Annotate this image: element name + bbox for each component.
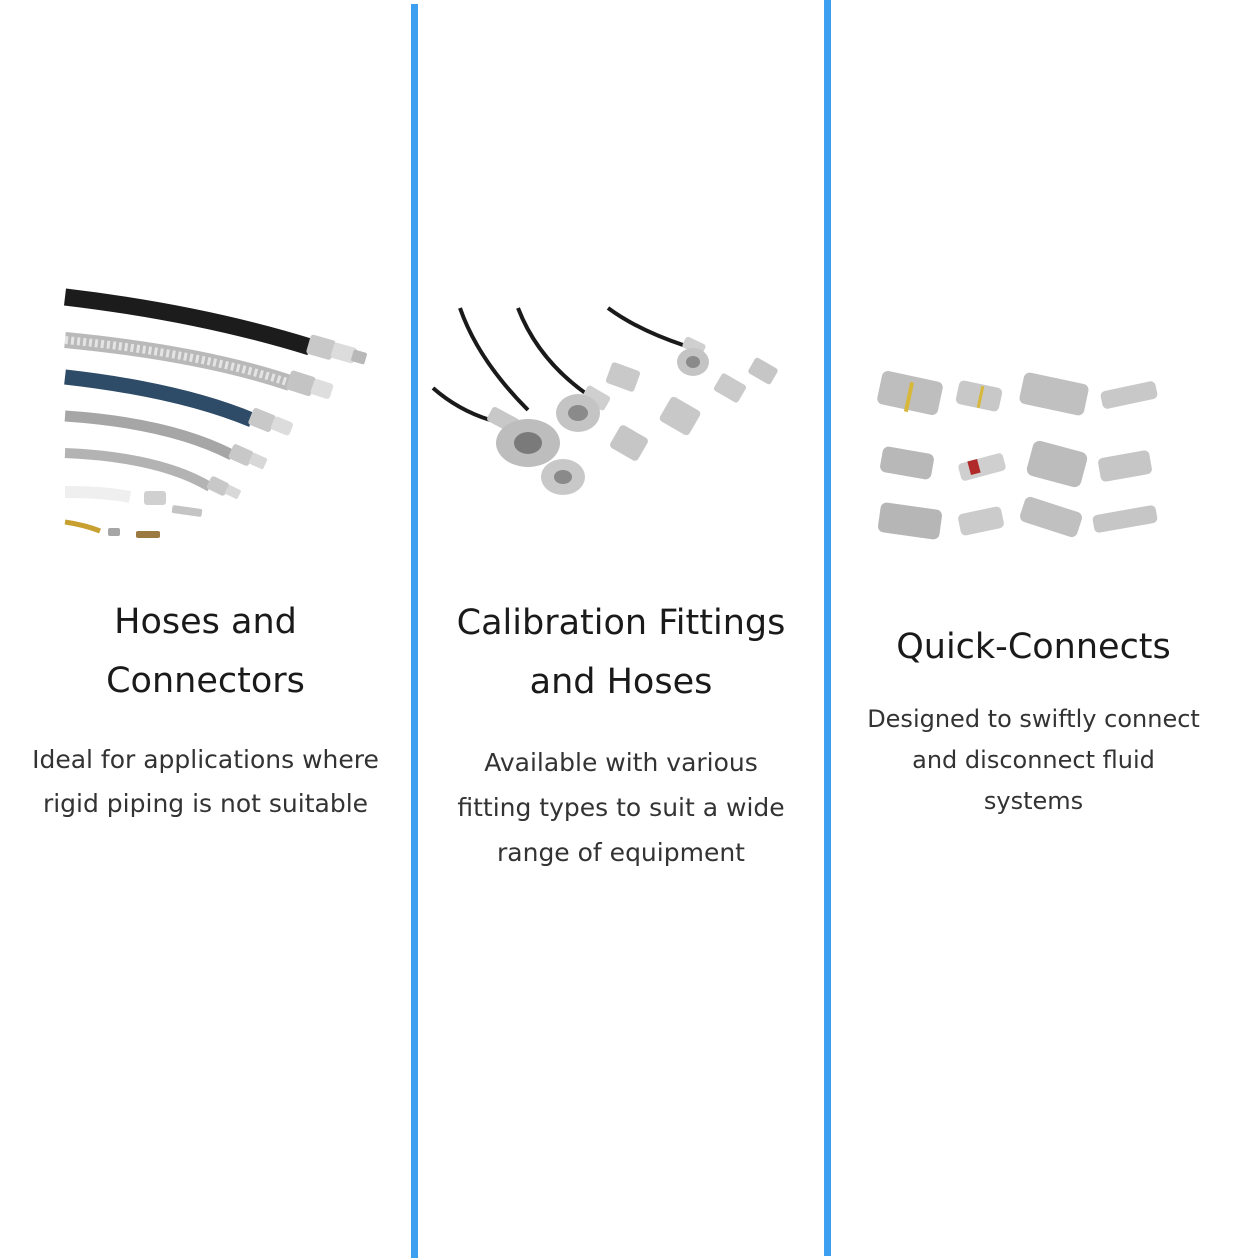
card-description: Available with various fitting types to … — [418, 740, 824, 875]
card-description-line: Designed to swiftly connect — [867, 705, 1200, 733]
product-card-hoses-connectors[interactable]: Hoses and Connectors Ideal for applicati… — [0, 0, 411, 1258]
product-card-quick-connects[interactable]: Quick-Connects Designed to swiftly conne… — [831, 0, 1236, 1258]
card-description: Ideal for applications where rigid pipin… — [0, 738, 411, 826]
card-title-line: Calibration Fittings — [456, 603, 786, 643]
hoses-connectors-image — [63, 288, 367, 538]
card-description: Designed to swiftly connect and disconne… — [831, 699, 1236, 822]
card-description-line: and disconnect fluid — [912, 746, 1155, 774]
quick-connects-image — [877, 371, 1158, 540]
calibration-fittings-image — [431, 306, 778, 495]
card-title-line: Quick-Connects — [896, 627, 1171, 667]
card-title-line: Hoses and — [114, 602, 297, 642]
card-description-line: Available with various — [484, 748, 758, 777]
card-title: Hoses and Connectors — [0, 593, 411, 711]
card-description-line: systems — [983, 787, 1084, 815]
card-description-line: range of equipment — [497, 838, 745, 867]
card-description-line: fitting types to suit a wide — [457, 793, 785, 822]
card-description-line: rigid piping is not suitable — [42, 789, 369, 818]
product-card-calibration-fittings[interactable]: Calibration Fittings and Hoses Available… — [418, 0, 824, 1258]
column-divider-2 — [824, 0, 831, 1256]
card-title-line: Connectors — [106, 661, 305, 701]
card-title: Quick-Connects — [831, 618, 1236, 677]
card-title: Calibration Fittings and Hoses — [418, 594, 824, 712]
column-divider-1 — [411, 4, 418, 1258]
card-description-line: Ideal for applications where — [32, 745, 379, 774]
card-title-line: and Hoses — [529, 662, 713, 702]
